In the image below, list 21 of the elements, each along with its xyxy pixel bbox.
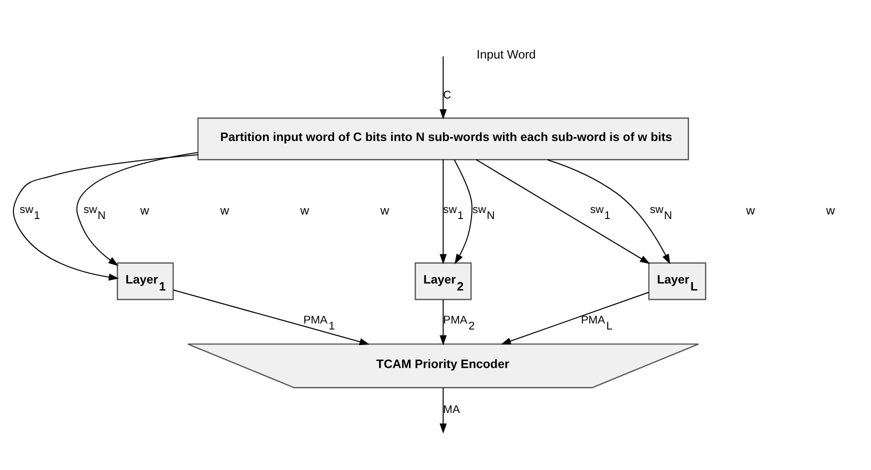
arrow bbox=[76, 152, 198, 266]
label: w bbox=[826, 203, 834, 218]
arrow bbox=[475, 159, 650, 264]
edge-label: C bbox=[442, 90, 451, 102]
arrow bbox=[172, 290, 370, 346]
label: w bbox=[220, 203, 229, 218]
label: w bbox=[300, 203, 309, 218]
arrow bbox=[439, 388, 446, 434]
arrow bbox=[439, 300, 446, 346]
arrow bbox=[453, 160, 472, 264]
label: Input Word bbox=[476, 47, 536, 62]
arrow bbox=[439, 56, 446, 120]
label: w bbox=[380, 203, 389, 218]
arrow bbox=[500, 292, 648, 345]
label: w bbox=[140, 203, 149, 218]
node-box: Partition input word of C bits into N sub-words with each sub-word is of w bits bbox=[196, 118, 688, 160]
edge-label: MA bbox=[442, 404, 460, 416]
arrow bbox=[546, 159, 670, 264]
label: w bbox=[746, 203, 754, 218]
arrow bbox=[12, 154, 198, 281]
arrow bbox=[439, 160, 446, 264]
